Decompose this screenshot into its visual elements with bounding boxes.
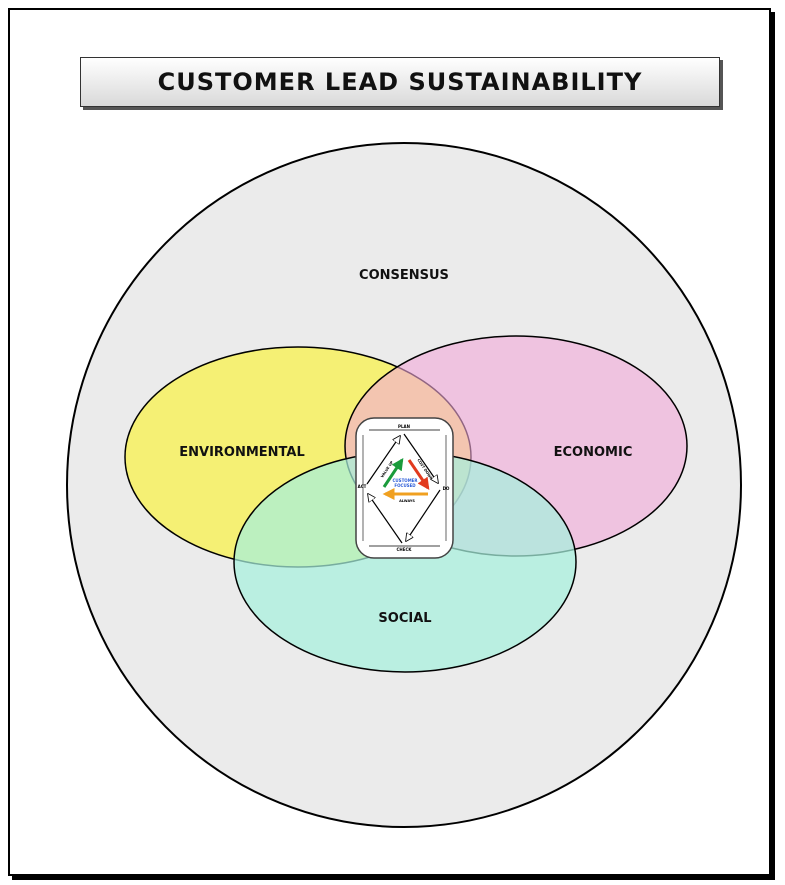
act-label: ACT <box>358 484 367 489</box>
plan-label: PLAN <box>398 424 410 429</box>
cycle-arrows <box>366 433 441 544</box>
check-label: CHECK <box>396 547 412 552</box>
cost-down-arrow <box>407 459 430 490</box>
customer-focused-line-2: FOCUSED <box>394 483 416 488</box>
page-title: CUSTOMER LEAD SUSTAINABILITY <box>80 57 720 107</box>
social-label: SOCIAL <box>378 611 431 626</box>
consensus-label: CONSENSUS <box>359 268 449 283</box>
always-label: ALWAYS <box>399 499 415 503</box>
do-label: DO <box>443 486 450 491</box>
pdca-cycle-card: PLAN CHECK ACT DO VALUE UP COST DOWN ALW… <box>355 417 454 559</box>
environmental-label: ENVIRONMENTAL <box>179 445 305 460</box>
customer-focused-line-1: CUSTOMER <box>393 478 418 483</box>
value-up-arrow <box>382 458 404 488</box>
economic-label: ECONOMIC <box>554 445 633 460</box>
